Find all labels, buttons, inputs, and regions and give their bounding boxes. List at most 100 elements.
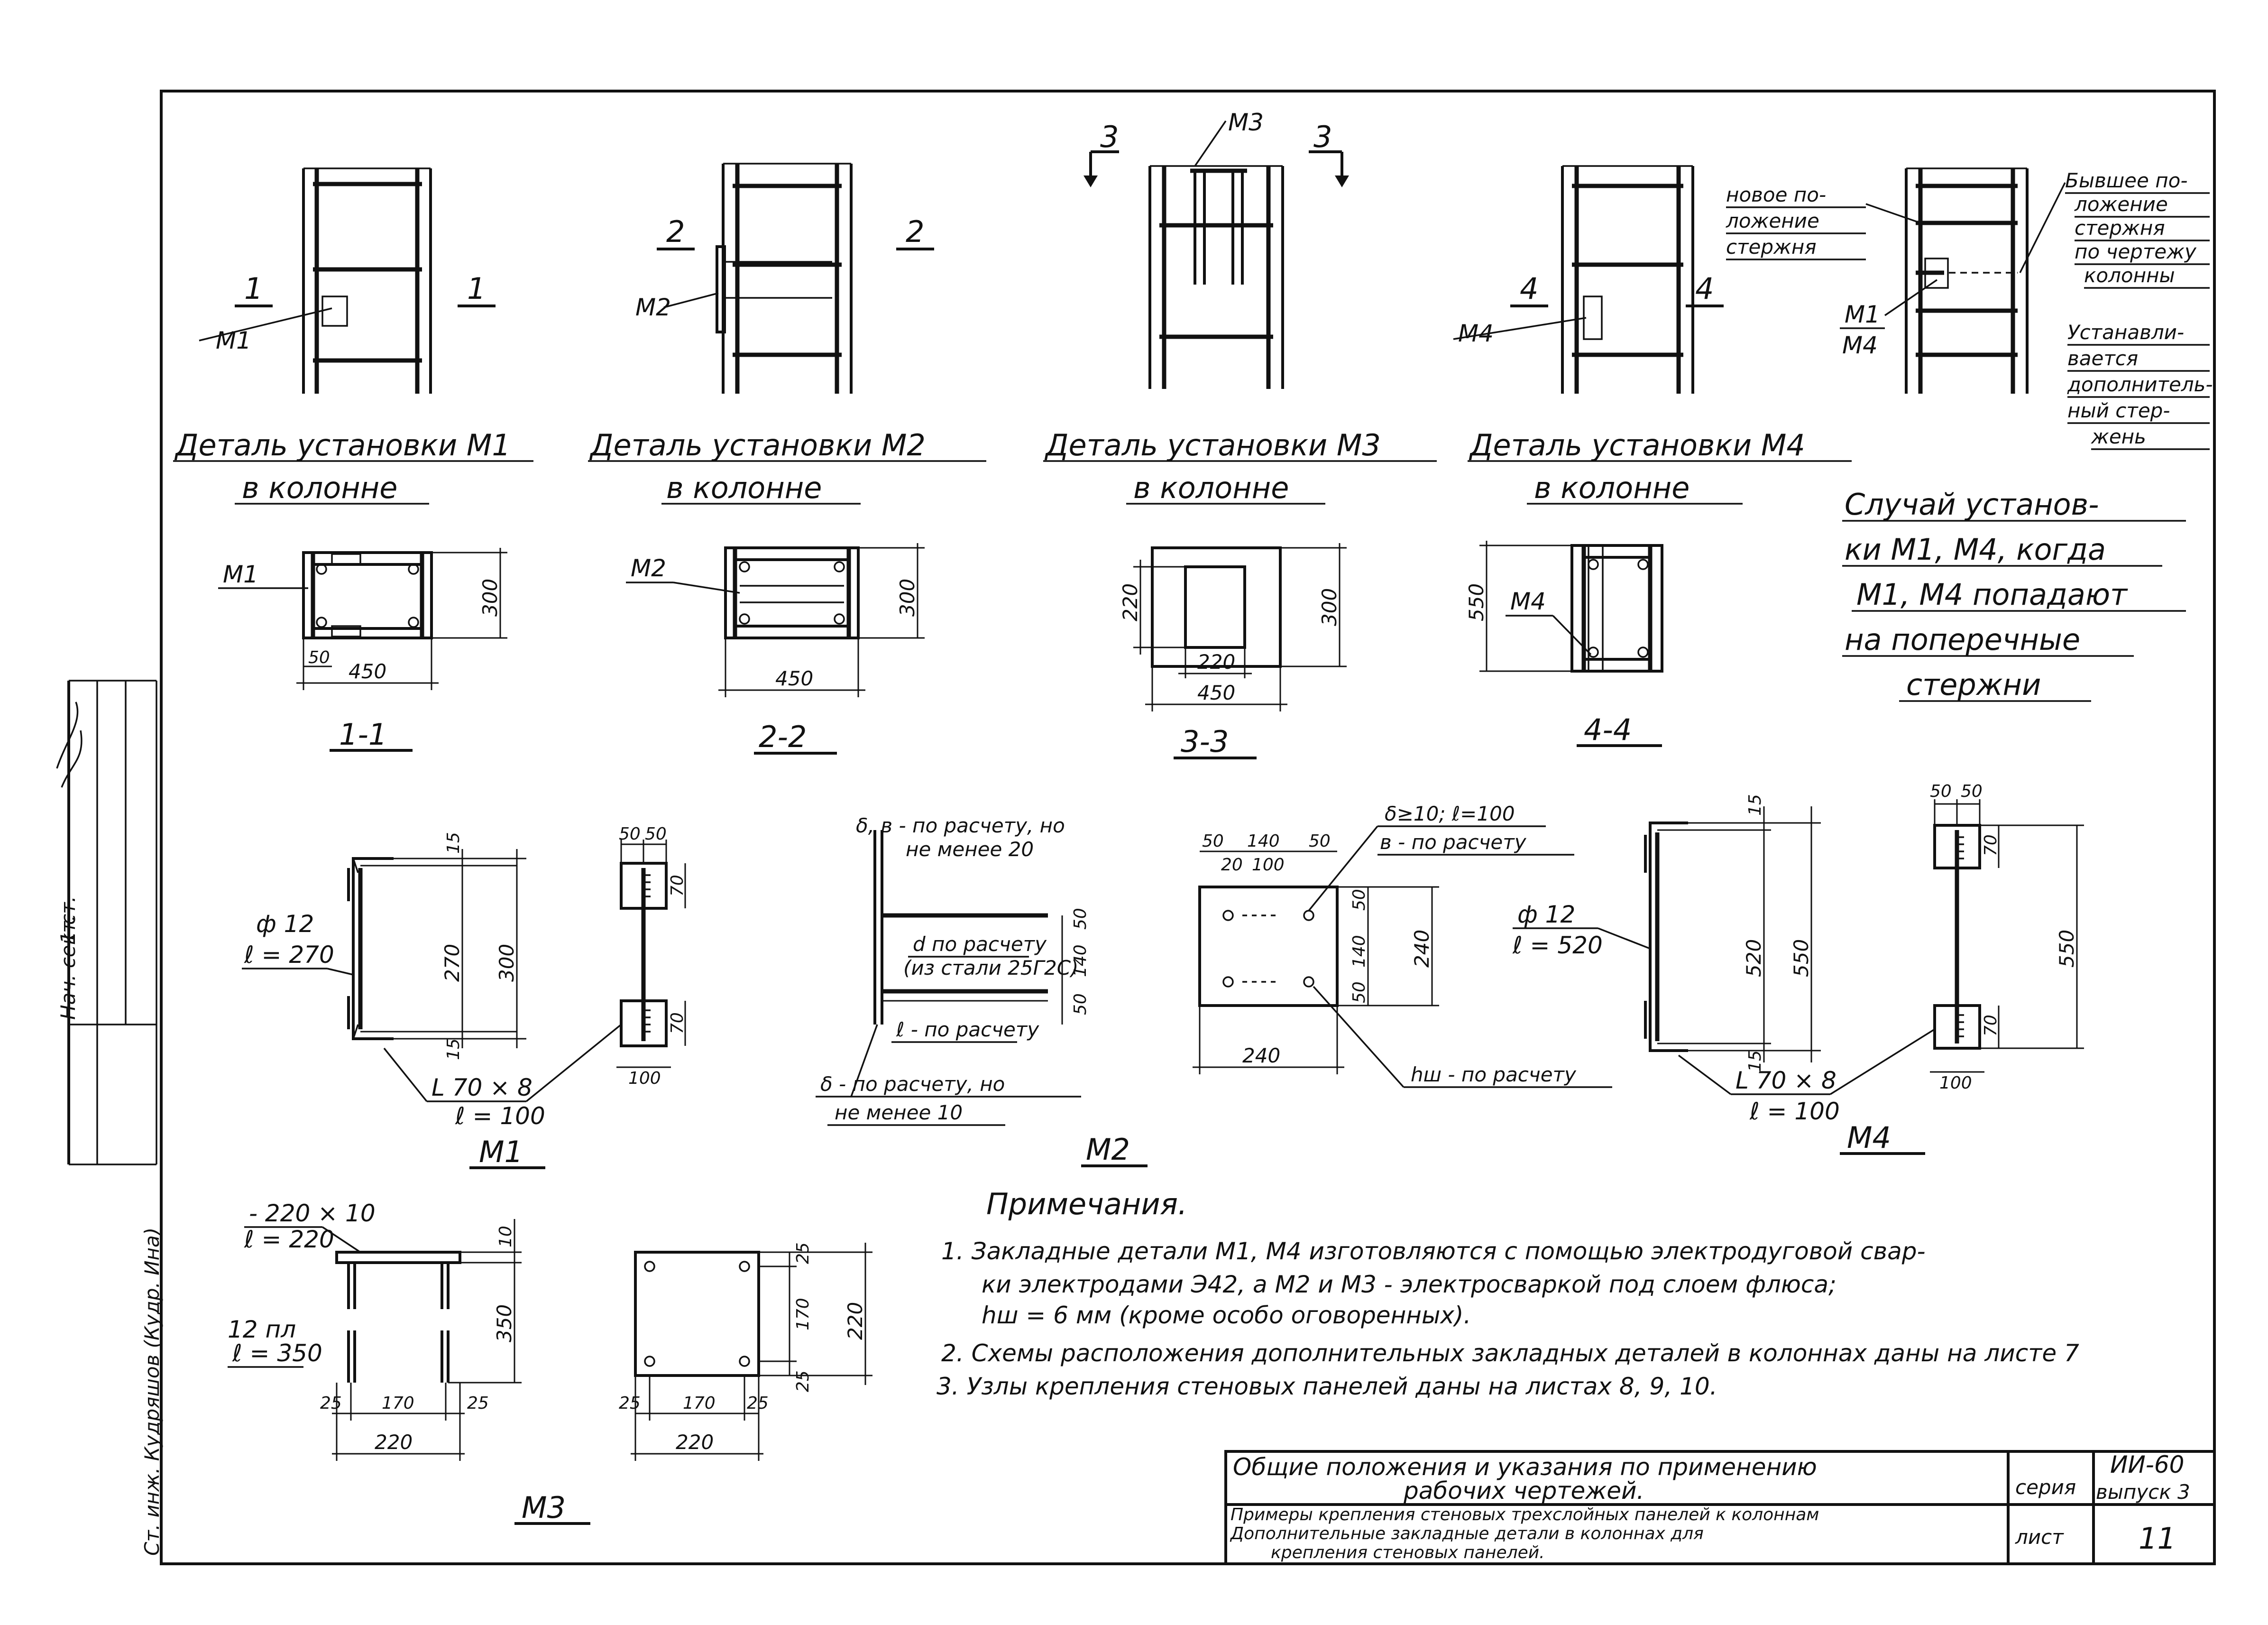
svg-text:М1, М4 попадают: М1, М4 попадают	[1856, 577, 2128, 612]
s11-title: 1-1	[339, 717, 387, 752]
m2-note-bot-2: не менее 10	[835, 1101, 963, 1124]
d3-title-2: в колонне	[1133, 471, 1289, 505]
part-m2-plate: 50 140 50 20 100 50 140 50 240 240 δ≥10;…	[1193, 802, 1612, 1088]
note-3: 3. Узлы крепления стеновых панелей даны …	[937, 1373, 1717, 1400]
s33-dim-w: 450	[1197, 681, 1235, 704]
m4-d70b: 70	[1981, 1015, 2001, 1036]
m1-d300: 300	[495, 944, 518, 982]
m1-d70b: 70	[668, 1012, 687, 1034]
svg-text:новое по-: новое по-	[1726, 183, 1826, 206]
seria-label: серия	[2015, 1476, 2076, 1499]
m4-d15b: 15	[1745, 1050, 1765, 1072]
m2p-d50a: 50	[1202, 831, 1224, 851]
weld-dots	[1222, 910, 1314, 988]
m1-bar-1: ф 12	[256, 910, 314, 938]
vypusk: выпуск 3	[2096, 1480, 2190, 1504]
d3-cut-right: 3	[1313, 120, 1332, 154]
s44-title: 4-4	[1584, 712, 1632, 747]
case-caption: Случай установ- ки М1, М4, когда М1, М4 …	[1842, 487, 2186, 702]
m4-d550: 550	[1790, 939, 1813, 977]
label-old-position: Бывшее по- ложение стержня по чертежу ко…	[2065, 169, 2210, 289]
m2-note-l: ℓ - по расчету	[896, 1018, 1039, 1041]
m3-p25b: 25	[747, 1394, 769, 1413]
svg-text:Устанавли-: Устанавли-	[2067, 321, 2184, 344]
s33-dim-h2: 220	[1119, 583, 1142, 621]
title-row2-3: крепления стеновых панелей.	[1271, 1543, 1545, 1562]
side-stamp: Нач. сект. 1 ст. Ст. инж. Кудряшов (Кудр…	[56, 680, 164, 1556]
s44-tag: М4	[1510, 588, 1546, 615]
svg-text:Бывшее по-: Бывшее по-	[2065, 169, 2188, 192]
m2p-d100: 100	[1252, 855, 1285, 875]
m3-v25a: 25	[793, 1242, 813, 1264]
m2p-v140: 140	[1350, 935, 1369, 968]
d4-title-1: Деталь установки М4	[1469, 428, 1805, 462]
list-value: 11	[2139, 1521, 2176, 1556]
m4-d520: 520	[1742, 939, 1765, 977]
d2-tag: М2	[635, 294, 671, 321]
detail-m3-elevation: М3 3 3 Деталь установки М3 в колонне	[1043, 109, 1437, 505]
m2p-d20: 20	[1221, 855, 1243, 875]
svg-text:ки М1, М4, когда: ки М1, М4, когда	[1845, 532, 2106, 567]
m3-d10: 10	[496, 1226, 515, 1247]
part-m4: 15 520 550 15 ф 12 ℓ = 520 50 50 70 70 5…	[1512, 782, 2084, 1155]
s44-dim-h: 550	[1465, 583, 1488, 621]
m2p-note1: δ≥10; ℓ=100	[1385, 802, 1515, 825]
list-label: лист	[2015, 1525, 2064, 1549]
label-added-bar: Устанавли- вается дополнитель- ный стер-…	[2067, 321, 2213, 450]
m2-title: М2	[1086, 1132, 1130, 1167]
section-1-1: М1 300 450 50 1-1	[218, 548, 507, 752]
m4-d15a: 15	[1745, 794, 1765, 816]
s22-dim-w: 450	[775, 667, 813, 690]
notes: Примечания. 1. Закладные детали М1, М4 и…	[937, 1187, 2079, 1400]
m3-plate-1: - 220 × 10	[249, 1200, 376, 1227]
m1-angle-2: ℓ = 100	[455, 1102, 545, 1130]
case-diagram: новое по- ложение стержня Бывшее по- лож…	[1726, 167, 2213, 702]
note-1c: hш = 6 мм (кроме особо оговоренных).	[982, 1302, 1471, 1329]
part-m3: - 220 × 10 ℓ = 220 12 пл ℓ = 350 10 350 …	[228, 1200, 872, 1525]
m4-d100: 100	[1939, 1073, 1972, 1093]
svg-text:стержни: стержни	[1906, 667, 2041, 702]
m3-d350: 350	[493, 1304, 516, 1342]
m4-title: М4	[1847, 1120, 1891, 1155]
d2-title-1: Деталь установки М2	[589, 428, 926, 462]
s22-tag: М2	[631, 554, 666, 582]
d3-title-1: Деталь установки М3	[1044, 428, 1381, 462]
s11-dim-h: 300	[478, 579, 502, 617]
part-m1: 15 270 300 15 ф 12 ℓ = 270 50 50 70 70 1…	[242, 824, 687, 1169]
case-tag-m4: М4	[1842, 332, 1878, 359]
part-m2-profile: 50 140 50 δ, в - по расчету, но не менее…	[816, 814, 1148, 1167]
m4-d50b: 50	[1961, 782, 1983, 801]
m4-angle-1: L 70 × 8	[1735, 1067, 1836, 1094]
d1-cut-left: 1	[244, 271, 263, 306]
svg-text:ный стер-: ный стер-	[2067, 399, 2170, 422]
s22-dim-h: 300	[896, 579, 919, 617]
svg-text:дополнитель-: дополнитель-	[2067, 373, 2213, 396]
m3-v25b: 25	[793, 1370, 813, 1392]
section-2-2: М2 300 450 2-2	[626, 543, 925, 755]
m3-v170: 170	[793, 1298, 813, 1330]
d3-tag: М3	[1228, 109, 1264, 136]
m3-p25a: 25	[619, 1394, 641, 1413]
s33-dim-w2: 220	[1197, 650, 1235, 674]
d1-title-1: Деталь установки М1	[174, 428, 511, 462]
d1-cut-right: 1	[467, 271, 486, 306]
m4-d50a: 50	[1930, 782, 1952, 801]
s33-title: 3-3	[1181, 724, 1229, 759]
svg-text:на поперечные: на поперечные	[1845, 622, 2080, 657]
m1-d50b: 50	[645, 824, 667, 844]
sheet-frame	[160, 90, 2216, 1565]
title-block: Общие положения и указания по применению…	[1224, 1450, 2216, 1565]
m2-d50b: 50	[1071, 993, 1090, 1015]
stamp-nach: Нач. сект.	[56, 915, 80, 1020]
title-row2-1: Примеры крепления стеновых трехслойных п…	[1230, 1505, 1819, 1524]
detail-m2-elevation: М2 2 2 Деталь установки М2 в колонне	[588, 163, 986, 505]
d3-cut-left: 3	[1100, 120, 1119, 154]
m2p-d50b: 50	[1309, 831, 1331, 851]
case-tag-m1: М1	[1845, 301, 1880, 328]
m3-bars-1: 12 пл	[228, 1316, 296, 1343]
m2-d140: 140	[1071, 944, 1090, 977]
m2-note-d-2: (из стали 25Г2С)	[903, 956, 1078, 979]
m2p-h240: 240	[1242, 1044, 1280, 1067]
svg-text:ложение: ложение	[2074, 193, 2168, 216]
s11-tag: М1	[223, 561, 258, 588]
